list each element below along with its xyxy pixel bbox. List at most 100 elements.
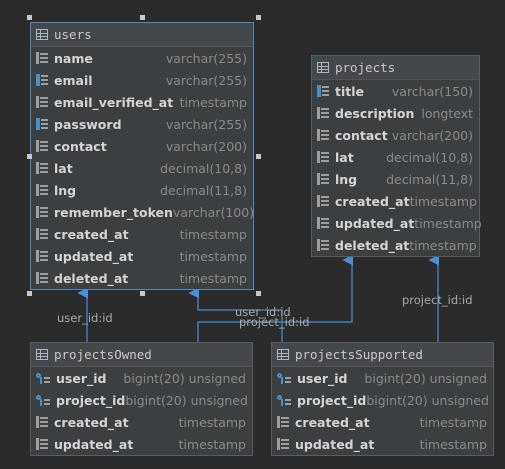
foreign-key-icon [277, 372, 291, 384]
table-name: projects [335, 60, 396, 75]
column-name: email [54, 72, 93, 88]
column-type: timestamp [179, 270, 247, 286]
column-type: bigint(20) unsigned [125, 392, 248, 408]
column-type: timestamp [178, 414, 246, 430]
edge-supported-user[interactable] [188, 287, 283, 342]
selection-handle[interactable] [140, 15, 145, 20]
column-type: bigint(20) unsigned [366, 392, 489, 408]
column-icon [317, 173, 329, 185]
column-name: created_at [54, 414, 129, 430]
column-row[interactable]: created_at timestamp [31, 411, 252, 433]
edge-label-owned-user: user_id:id [57, 311, 113, 325]
column-name: description [335, 105, 415, 121]
column-type: timestamp [414, 215, 482, 231]
column-type: timestamp [179, 94, 247, 110]
foreign-key-icon [277, 394, 291, 406]
table-icon [277, 349, 289, 360]
column-icon [36, 206, 48, 218]
column-type: longtext [421, 105, 473, 121]
column-name: contact [54, 138, 107, 154]
index-column-icon [36, 74, 48, 86]
selection-handle[interactable] [27, 291, 32, 296]
column-type: varchar(255) [165, 116, 247, 132]
table-header[interactable]: users [31, 23, 253, 47]
column-name: created_at [335, 193, 410, 209]
column-icon [317, 217, 329, 229]
index-column-icon [36, 118, 48, 130]
table-icon [317, 62, 329, 73]
column-type: timestamp [409, 193, 477, 209]
column-icon [36, 96, 48, 108]
column-name: updated_at [295, 436, 375, 452]
selection-handle[interactable] [256, 154, 261, 159]
edge-label-owned-project: project_id:id [239, 315, 310, 329]
column-row[interactable]: description longtext [312, 102, 479, 124]
table-name: projectsOwned [54, 347, 152, 362]
column-name: email_verified_at [54, 94, 174, 110]
column-name: password [54, 116, 122, 132]
column-type: timestamp [179, 248, 247, 264]
selection-handle[interactable] [256, 291, 261, 296]
column-name: contact [335, 127, 388, 143]
column-name: remember_token [54, 204, 173, 220]
column-name: lat [335, 149, 354, 165]
column-row[interactable]: updated_at timestamp [272, 433, 493, 455]
column-row[interactable]: email_verified_at timestamp [31, 91, 253, 113]
column-type: timestamp [419, 436, 487, 452]
column-name: lat [54, 160, 73, 176]
column-name: updated_at [335, 215, 415, 231]
column-type: varchar(255) [165, 50, 247, 66]
column-icon [36, 272, 48, 284]
column-icon [36, 250, 48, 262]
column-type: decimal(10,8) [386, 149, 473, 165]
column-icon [277, 416, 289, 428]
column-type: timestamp [179, 226, 247, 242]
column-type: varchar(100) [172, 204, 255, 220]
column-type: bigint(20) unsigned [364, 370, 487, 386]
selection-handle[interactable] [140, 291, 145, 296]
table-header[interactable]: projectsSupported [272, 343, 493, 367]
column-name: title [335, 83, 364, 99]
edge-owned-project[interactable] [197, 254, 354, 342]
column-icon [317, 151, 329, 163]
column-row[interactable]: lat decimal(10,8) [312, 146, 479, 168]
selection-handle[interactable] [27, 15, 32, 20]
column-type: varchar(200) [391, 127, 473, 143]
column-row[interactable]: password varchar(255) [31, 113, 253, 135]
column-icon [36, 140, 48, 152]
table-header[interactable]: projects [312, 56, 479, 80]
column-name: lng [54, 182, 77, 198]
table-header[interactable]: projectsOwned [31, 343, 252, 367]
table-name: projectsSupported [295, 347, 423, 362]
column-name: lng [335, 171, 358, 187]
selection-handle[interactable] [27, 154, 32, 159]
selection-handle[interactable] [256, 15, 261, 20]
